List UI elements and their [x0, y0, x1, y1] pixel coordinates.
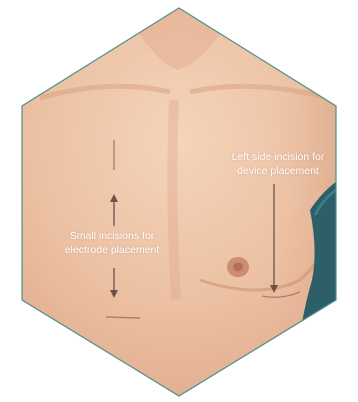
device-label-line1: Left side incision for: [208, 150, 348, 164]
nipple-center: [233, 263, 243, 272]
electrode-label-line2: electrode placement: [48, 243, 176, 257]
electrode-label-line1: Small incisions for: [48, 229, 176, 243]
lower-incision: [106, 317, 140, 318]
device-label: Left side incision for device placement: [208, 150, 348, 178]
electrode-label: Small incisions for electrode placement: [48, 229, 176, 257]
device-label-line2: device placement: [208, 164, 348, 178]
sternum-shadow: [172, 100, 176, 300]
